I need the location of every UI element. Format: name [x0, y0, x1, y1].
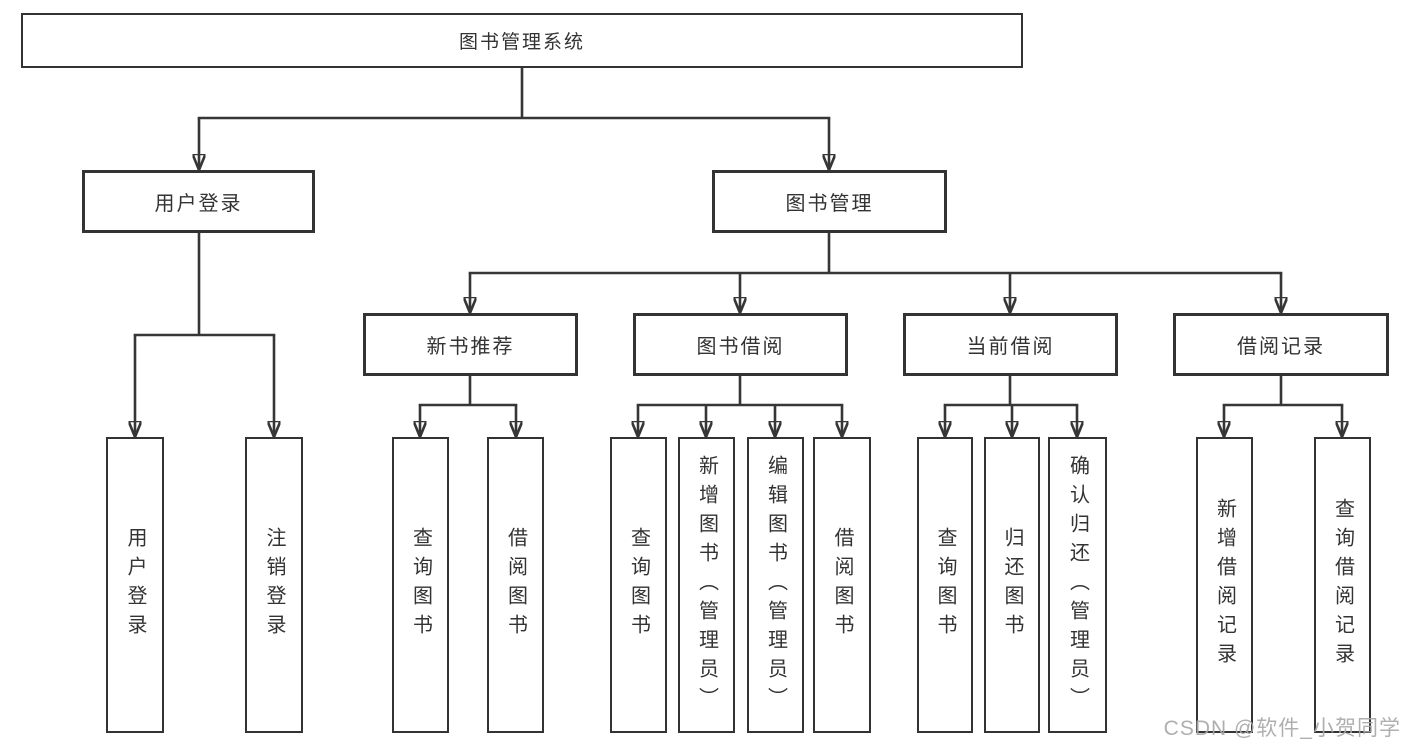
leaf-bb-borrow-book: 借阅图书	[813, 437, 871, 733]
leaf-br-add-record: 新增借阅记录	[1196, 437, 1253, 733]
node-current-borrow: 当前借阅	[903, 313, 1118, 376]
leaf-cb-return-book: 归还图书	[984, 437, 1040, 733]
leaf-bb-add-book-admin: 新增图书（管理员）	[678, 437, 735, 733]
leaf-nb-query-book: 查询图书	[392, 437, 449, 733]
leaf-nb-borrow-book: 借阅图书	[487, 437, 544, 733]
leaf-bb-query-book: 查询图书	[610, 437, 667, 733]
node-root: 图书管理系统	[21, 13, 1023, 68]
leaf-bb-edit-book-admin: 编辑图书（管理员）	[747, 437, 804, 733]
leaf-br-query-record: 查询借阅记录	[1314, 437, 1371, 733]
node-borrow-records: 借阅记录	[1173, 313, 1389, 376]
connector-trunks	[133, 66, 1344, 407]
node-user-login: 用户登录	[82, 170, 315, 233]
node-book-borrow: 图书借阅	[633, 313, 848, 376]
leaf-logout: 注销登录	[245, 437, 303, 733]
csdn-watermark: CSDN @软件_小贺同学	[1163, 717, 1401, 740]
node-book-management: 图书管理	[712, 170, 947, 233]
leaf-cb-confirm-return-admin: 确认归还（管理员）	[1048, 437, 1107, 733]
node-new-book-recommend: 新书推荐	[363, 313, 578, 376]
leaf-user-login: 用户登录	[106, 437, 164, 733]
leaf-cb-query-book: 查询图书	[917, 437, 973, 733]
